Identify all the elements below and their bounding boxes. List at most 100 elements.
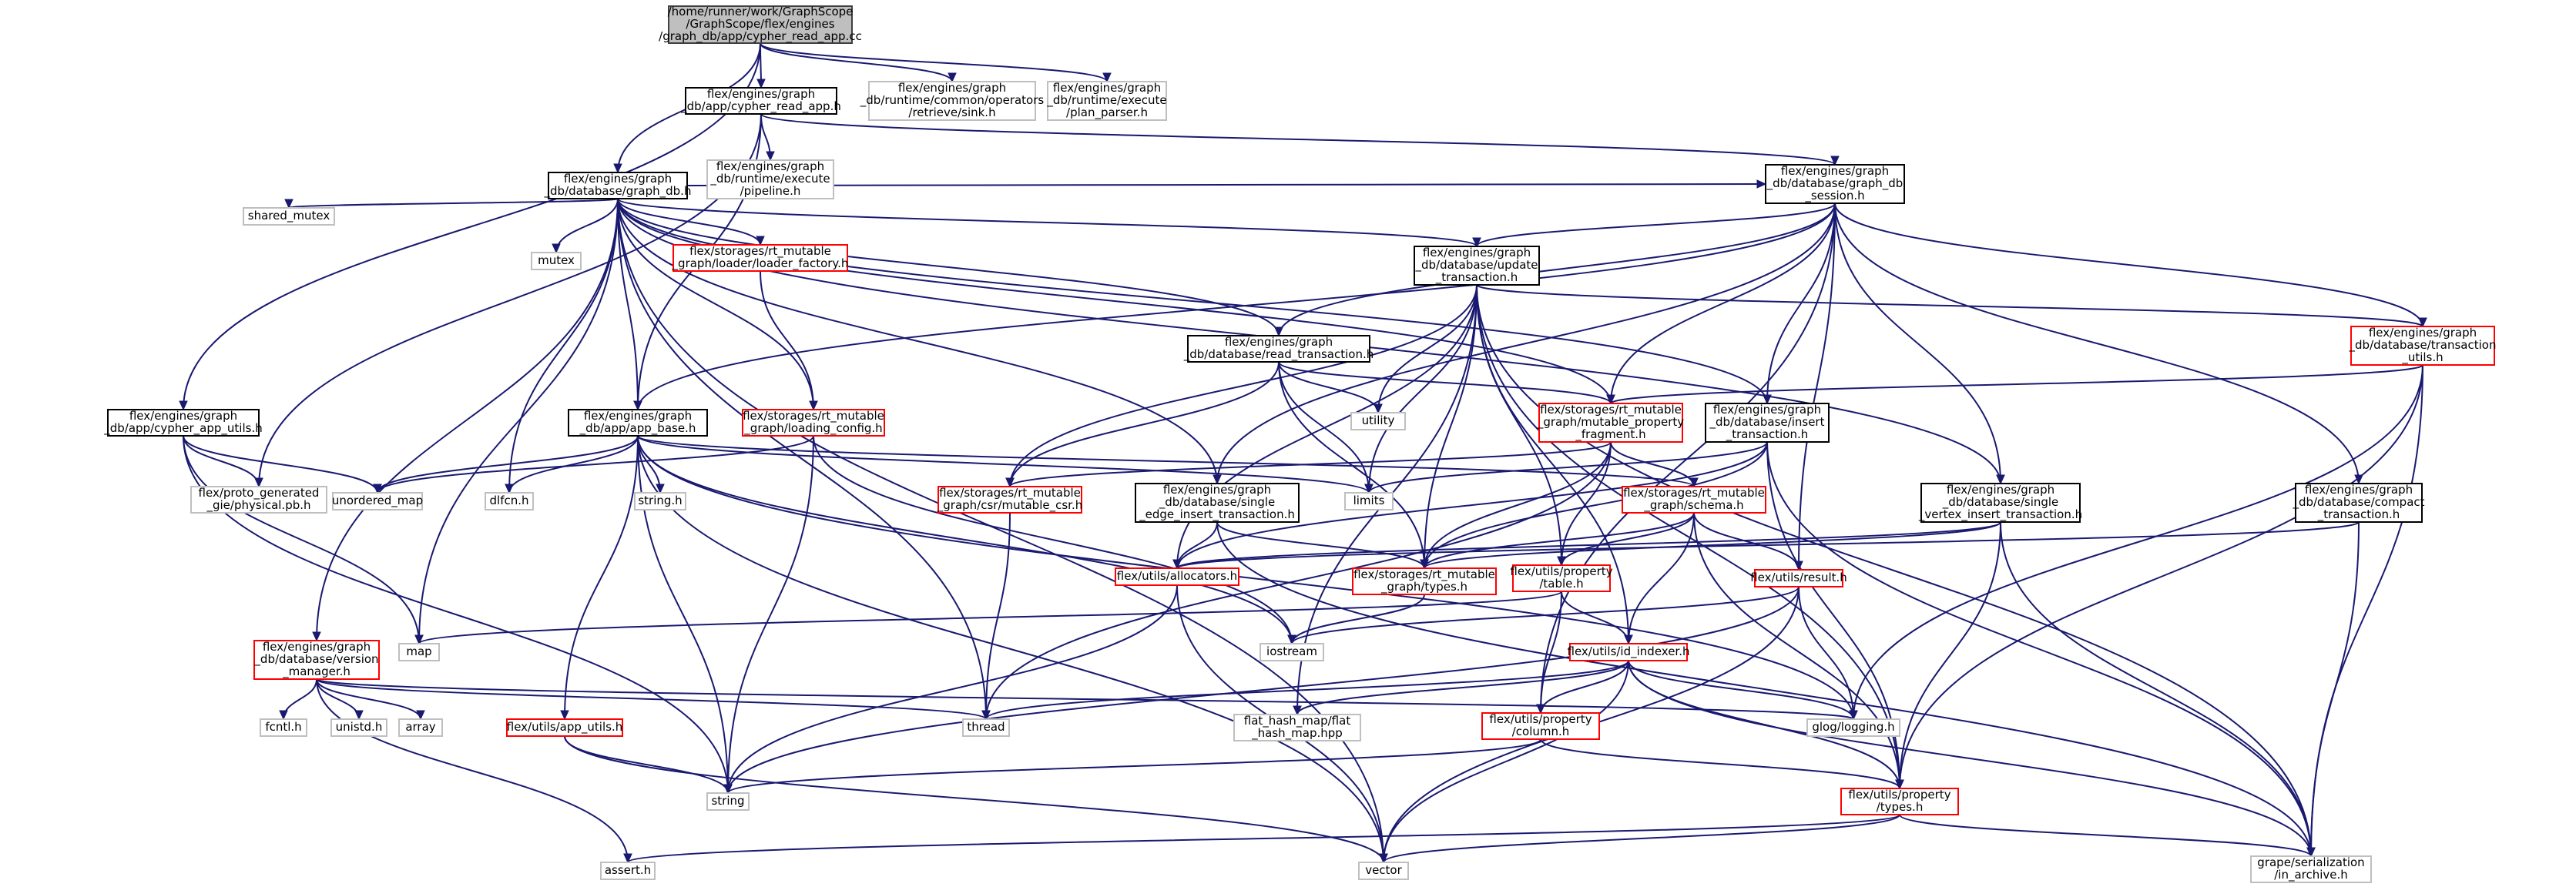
node-graph_db_h[interactable]: flex/engines/graph_db/database/graph_db.… <box>544 172 692 199</box>
node-label-line: assert.h <box>605 863 651 877</box>
node-compact_transaction_h[interactable]: flex/engines/graph_db/database/compact_t… <box>2292 483 2425 523</box>
node-label-line: flex/storages/rt_mutable <box>1540 403 1682 417</box>
node-label-line: string.h <box>638 494 682 507</box>
edge-root-to-cypher_app_utils_h <box>179 42 761 411</box>
node-box <box>330 718 387 737</box>
node-label-line: iostream <box>1266 644 1317 658</box>
node-label-line: _manager.h <box>282 664 351 679</box>
node-label-line: _session.h <box>1804 189 1864 203</box>
node-version_manager_h[interactable]: flex/engines/graph_db/database/version_m… <box>253 640 380 680</box>
node-sink_h: flex/engines/graph_db/runtime/common/ope… <box>860 81 1044 121</box>
node-box <box>531 252 582 270</box>
node-box <box>685 87 837 115</box>
node-label-line: flex/storages/rt_mutable <box>689 244 831 259</box>
node-app_utils_h[interactable]: flex/utils/app_utils.h <box>506 718 623 737</box>
node-root[interactable]: /home/runner/work/GraphScope/GraphScope/… <box>659 5 862 44</box>
node-label-line: flex/utils/property <box>1489 712 1592 726</box>
node-result_h[interactable]: flex/utils/result.h <box>1750 569 1847 587</box>
edge-root-to-sink_h <box>760 42 957 83</box>
edge-single_vertex_insert_transaction_h-to-prop_types_h <box>1895 521 2001 790</box>
node-label-line: /table.h <box>1539 577 1583 591</box>
node-label-line: /retrieve/sink.h <box>908 105 995 119</box>
node-single_edge_insert_transaction_h[interactable]: flex/engines/graph_db/database/single_ed… <box>1135 483 1300 523</box>
node-label-line: mutex <box>538 253 575 267</box>
node-loader_factory_h[interactable]: flex/storages/rt_mutable_graph/loader/lo… <box>672 244 849 272</box>
edge-version_manager_h-to-fcntl_h <box>279 678 317 721</box>
edge-graph_db_h-to-update_transaction_h <box>617 198 1481 248</box>
node-table_h[interactable]: flex/utils/property/table.h <box>1510 564 1613 592</box>
node-label-line: _db/database/single <box>1942 495 2059 510</box>
node-label-line: flat_hash_map/flat <box>1244 714 1351 728</box>
edge-graph_db_session_h-to-insert_transaction_h <box>1763 203 1836 405</box>
edge-table_h-to-id_indexer_h <box>1561 591 1633 645</box>
node-box <box>1352 567 1497 595</box>
edge-graph_db_h-to-dlfcn_h <box>505 198 619 494</box>
edge-loader_factory_h-to-loading_config_h <box>760 270 818 411</box>
node-box <box>1840 788 1959 815</box>
node-box <box>2350 326 2495 366</box>
node-label-line: /GraphScope/flex/engines <box>686 17 834 31</box>
node-graph_db_session_h[interactable]: flex/engines/graph_db/database/graph_db_… <box>1765 164 1905 204</box>
node-label-line: flex/engines/graph <box>1947 483 2054 497</box>
node-label-line: flex/engines/graph <box>1781 164 1889 178</box>
node-read_transaction_h[interactable]: flex/engines/graph_db/database/read_tran… <box>1183 335 1374 363</box>
node-box <box>673 244 848 272</box>
node-label-line: fcntl.h <box>265 720 301 734</box>
edge-app_base_h-to-app_utils_h <box>560 435 639 721</box>
edge-root-to-plan_parser_h <box>760 42 1112 83</box>
node-column_h[interactable]: flex/utils/property/column.h <box>1481 712 1600 740</box>
node-box <box>1350 412 1406 430</box>
node-update_transaction_h[interactable]: flex/engines/graph_db/database/update_tr… <box>1414 246 1540 286</box>
node-id_indexer_h[interactable]: flex/utils/id_indexer.h <box>1568 643 1690 661</box>
node-schema_h[interactable]: flex/storages/rt_mutable_graph/schema.h <box>1622 486 1766 514</box>
node-label-line: _db/database/compact <box>2292 495 2424 510</box>
node-box <box>1115 567 1239 586</box>
node-prop_types_h[interactable]: flex/utils/property/types.h <box>1840 788 1959 815</box>
edge-mutable_property_fragment_h-to-schema_h <box>1610 441 1699 488</box>
node-box <box>962 718 1010 737</box>
node-insert_transaction_h[interactable]: flex/engines/graph_db/database/insert_tr… <box>1705 403 1830 443</box>
node-box <box>1259 643 1324 661</box>
edge-graph_db_h-to-single_edge_insert_transaction_h <box>617 198 1222 485</box>
node-label-line: vector <box>1365 863 1402 877</box>
node-label-line: flex/engines/graph <box>898 81 1006 95</box>
edge-graph_db_session_h-to-transaction_utils_h <box>1834 203 2427 328</box>
edge-update_transaction_h-to-transaction_utils_h <box>1476 284 2427 328</box>
node-label-line: string <box>711 794 744 808</box>
node-mutable_property_fragment_h[interactable]: flex/storages/rt_mutable_graph/mutable_p… <box>1537 403 1684 443</box>
node-label-line: flex/engines/graph <box>584 409 692 423</box>
node-label-line: _db/database/graph_db <box>1766 176 1903 191</box>
edge-app_utils_h-to-string <box>564 735 733 795</box>
edge-graph_db_h-to-shared_mutex <box>284 198 619 209</box>
edge-transaction_utils_h-to-mutable_property_fragment_h <box>1606 364 2423 405</box>
node-label-line: /plan_parser.h <box>1066 105 1148 120</box>
node-limits: limits <box>1344 492 1394 510</box>
node-label-line: _graph/mutable_property <box>1537 415 1684 430</box>
node-mutable_csr_h[interactable]: flex/storages/rt_mutable_graph/csr/mutab… <box>937 486 1082 514</box>
node-box <box>1920 483 2081 523</box>
edge-app_base_h-to-dlfcn_h <box>505 435 639 494</box>
node-label-line: _transaction.h <box>1726 427 1809 442</box>
node-string_h: string.h <box>634 492 686 510</box>
node-label-line: _db/database/single <box>1159 495 1276 510</box>
node-rt_types_h[interactable]: flex/storages/rt_mutable_graph/types.h <box>1352 567 1497 595</box>
node-app_base_h[interactable]: flex/engines/graph_db/app/app_base.h <box>568 409 708 437</box>
node-cypher_read_app_h[interactable]: flex/engines/graph_db/app/cypher_read_ap… <box>680 87 841 115</box>
node-cypher_app_utils_h[interactable]: flex/engines/graph_db/app/cypher_app_uti… <box>103 409 263 437</box>
node-dlfcn_h: dlfcn.h <box>485 492 534 510</box>
edge-graph_db_session_h-to-result_h <box>1794 203 1836 571</box>
edge-compact_transaction_h-to-in_archive_h <box>2306 521 2360 858</box>
node-box <box>243 207 335 226</box>
edge-id_indexer_h-to-flat_hash_map_hpp <box>1293 660 1629 716</box>
edge-graph_db_h-to-mutex <box>552 198 619 254</box>
node-label-line: _db/app/app_base.h <box>579 421 696 436</box>
node-label-line: flex/engines/graph <box>1713 403 1821 417</box>
node-transaction_utils_h[interactable]: flex/engines/graph_db/database/transacti… <box>2349 326 2497 366</box>
node-label-line: grape/serialization <box>2257 855 2364 869</box>
node-single_vertex_insert_transaction_h[interactable]: flex/engines/graph_db/database/single_ve… <box>1918 483 2082 523</box>
node-label-line: _transaction.h <box>2317 507 2400 522</box>
node-allocators_h[interactable]: flex/utils/allocators.h <box>1115 567 1239 586</box>
node-array: array <box>398 718 443 737</box>
edge-prop_types_h-to-assert_h <box>623 814 1900 864</box>
node-loading_config_h[interactable]: flex/storages/rt_mutable_graph/loading_c… <box>742 409 885 437</box>
